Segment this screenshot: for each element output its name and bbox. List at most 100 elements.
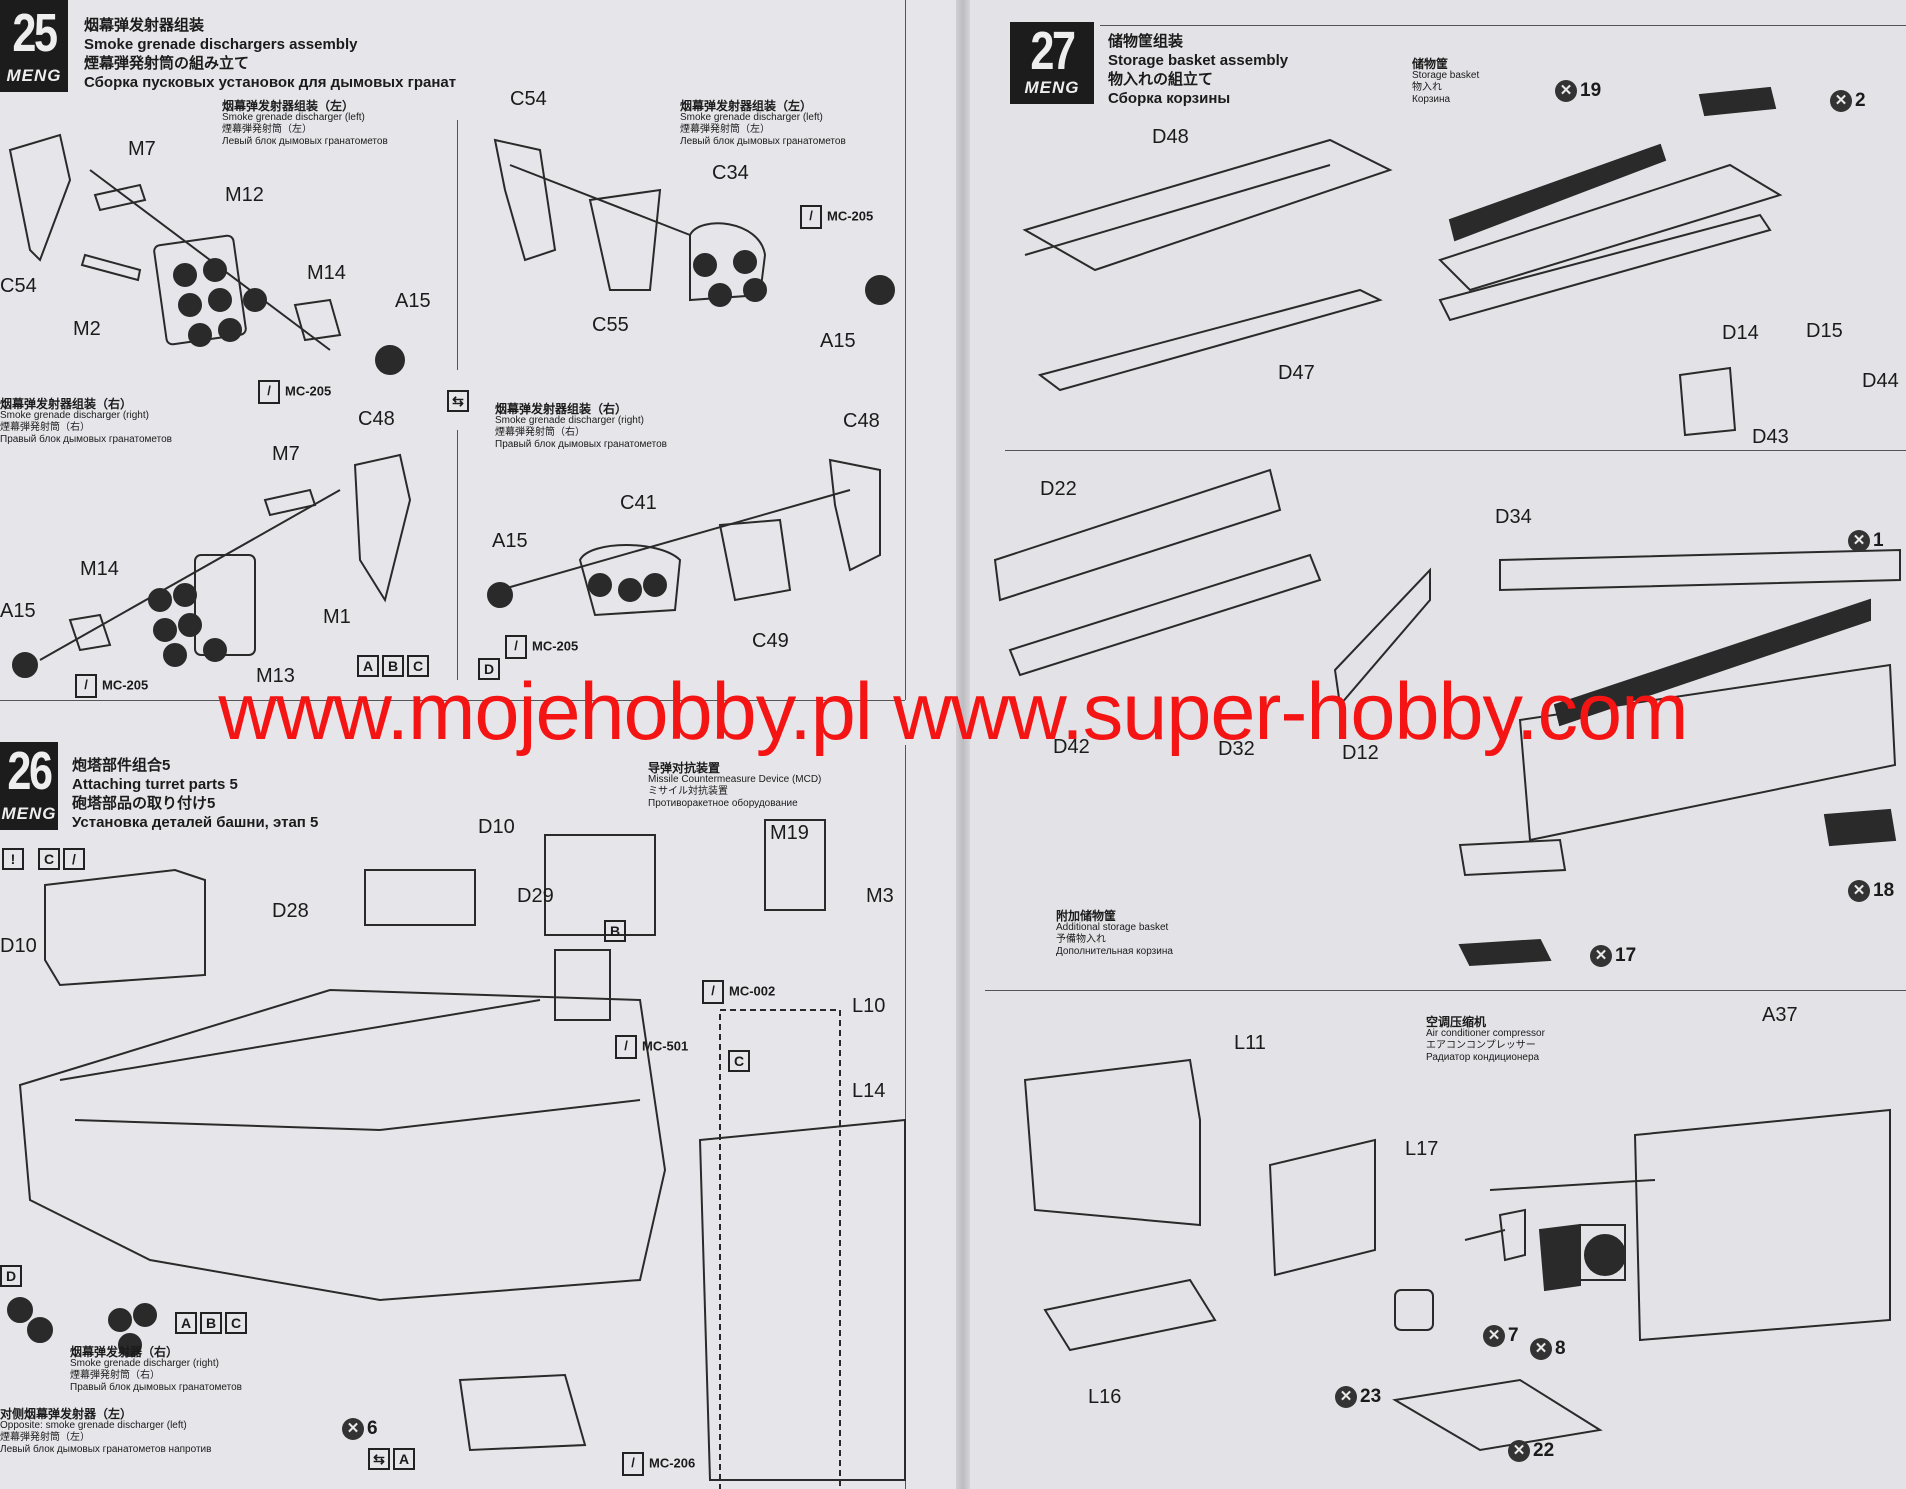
- paint-code: /MC-205: [800, 205, 873, 229]
- part-label: M13: [256, 665, 295, 687]
- part-label: D12: [1342, 742, 1379, 764]
- multiply-icon: ✕: [1848, 880, 1870, 902]
- part-label: M7: [128, 138, 156, 160]
- paint-code: /MC-205: [258, 380, 331, 404]
- paint-code: /MC-501: [615, 1035, 688, 1059]
- part-label: C55: [592, 314, 629, 336]
- part-label: D48: [1152, 126, 1189, 148]
- multiply-icon: ✕: [1848, 530, 1870, 552]
- section-divider: [905, 0, 906, 700]
- multiply-icon: ✕: [1335, 1386, 1357, 1408]
- step-badge-25: 25 MENG: [0, 0, 68, 92]
- step-badge-26: 26 MENG: [0, 742, 58, 830]
- multiply-icon: ✕: [1555, 80, 1577, 102]
- part-label: D42: [1053, 736, 1090, 758]
- quantity-marker: ✕23: [1335, 1386, 1381, 1408]
- part-label: D22: [1040, 478, 1077, 500]
- watermark-text: www.mojehobby.pl www.super-hobby.com: [218, 667, 1688, 757]
- part-label: M14: [80, 558, 119, 580]
- part-label: C54: [510, 88, 547, 110]
- version-letter: B: [604, 920, 629, 942]
- multiply-icon: ✕: [1508, 1440, 1530, 1462]
- part-label: C49: [752, 630, 789, 652]
- section-divider: [1005, 450, 1906, 451]
- paint-brush-icon: /: [258, 380, 280, 404]
- part-label: D44: [1862, 370, 1899, 392]
- part-label: M19: [770, 822, 809, 844]
- part-label: A15: [0, 600, 36, 622]
- panel-divider: [457, 120, 458, 370]
- swap-icon: ⇆: [447, 390, 472, 412]
- part-label: M1: [323, 606, 351, 628]
- quantity-marker: ✕8: [1530, 1338, 1566, 1360]
- paint-code: /MC-206: [622, 1452, 695, 1476]
- step-26-title: 炮塔部件组合5 Attaching turret parts 5 砲塔部品の取り…: [72, 757, 319, 831]
- part-label: D32: [1218, 738, 1255, 760]
- part-label: D10: [0, 935, 37, 957]
- part-label: A15: [395, 290, 431, 312]
- part-label: L10: [852, 995, 886, 1017]
- section-divider: [985, 990, 1906, 991]
- section-divider: [0, 700, 905, 701]
- step-badge-27: 27 MENG: [1010, 22, 1094, 104]
- warning-icon: !: [2, 848, 27, 870]
- part-label: C54: [0, 275, 37, 297]
- part-label: D29: [517, 885, 554, 907]
- part-label: C48: [843, 410, 880, 432]
- quantity-marker: ✕6: [342, 1418, 378, 1440]
- paint-brush-icon: /: [63, 848, 85, 870]
- quantity-marker: ✕2: [1830, 90, 1866, 112]
- part-label: M12: [225, 184, 264, 206]
- subtitle-discharger-left: 烟幕弹发射器组装（左）Smoke grenade discharger (lef…: [222, 99, 388, 147]
- part-label: D43: [1752, 426, 1789, 448]
- paint-code: /MC-205: [505, 635, 578, 659]
- part-label: L17: [1405, 1138, 1439, 1160]
- version-letter: ⇆A: [368, 1448, 418, 1470]
- part-label: D14: [1722, 322, 1759, 344]
- paint-brush-icon: /: [800, 205, 822, 229]
- version-letter: D: [0, 1265, 25, 1287]
- multiply-icon: ✕: [342, 1418, 364, 1440]
- part-label: A15: [820, 330, 856, 352]
- paint-brush-icon: /: [505, 635, 527, 659]
- quantity-marker: ✕18: [1848, 880, 1894, 902]
- subtitle-discharger-right: 烟幕弹发射器组装（右）Smoke grenade discharger (rig…: [0, 397, 172, 445]
- step-25-title: 烟幕弹发射器组装 Smoke grenade dischargers assem…: [84, 17, 457, 91]
- paint-brush-icon: /: [702, 980, 724, 1004]
- book-spine: [956, 0, 970, 1489]
- version-letter: D: [478, 658, 503, 680]
- section-divider: [905, 745, 906, 1489]
- subtitle-opposite: 对侧烟幕弹发射器（左）Opposite: smoke grenade disch…: [0, 1407, 212, 1455]
- paint-code: /MC-205: [75, 674, 148, 698]
- part-label: C41: [620, 492, 657, 514]
- part-label: L16: [1088, 1386, 1122, 1408]
- multiply-icon: ✕: [1590, 945, 1612, 967]
- subtitle-smoke-right: 烟幕弹发射器（右）Smoke grenade discharger (right…: [70, 1345, 242, 1393]
- multiply-icon: ✕: [1483, 1325, 1505, 1347]
- paint-code: /MC-002: [702, 980, 775, 1004]
- part-label: D47: [1278, 362, 1315, 384]
- part-label: C48: [358, 408, 395, 430]
- quantity-marker: ✕22: [1508, 1440, 1554, 1462]
- part-label: D10: [478, 816, 515, 838]
- quantity-marker: ✕19: [1555, 80, 1601, 102]
- quantity-marker: ✕1: [1848, 530, 1884, 552]
- part-label: M2: [73, 318, 101, 340]
- part-label: D15: [1806, 320, 1843, 342]
- section-divider: [1100, 25, 1906, 26]
- left-page: [0, 0, 966, 1489]
- swap-icon: ⇆: [368, 1448, 390, 1470]
- part-label: C34: [712, 162, 749, 184]
- part-label: A37: [1762, 1004, 1798, 1026]
- part-label: M14: [307, 262, 346, 284]
- quantity-marker: ✕17: [1590, 945, 1636, 967]
- part-label: M3: [866, 885, 894, 907]
- part-label: L14: [852, 1080, 886, 1102]
- version-letter: C/: [38, 848, 88, 870]
